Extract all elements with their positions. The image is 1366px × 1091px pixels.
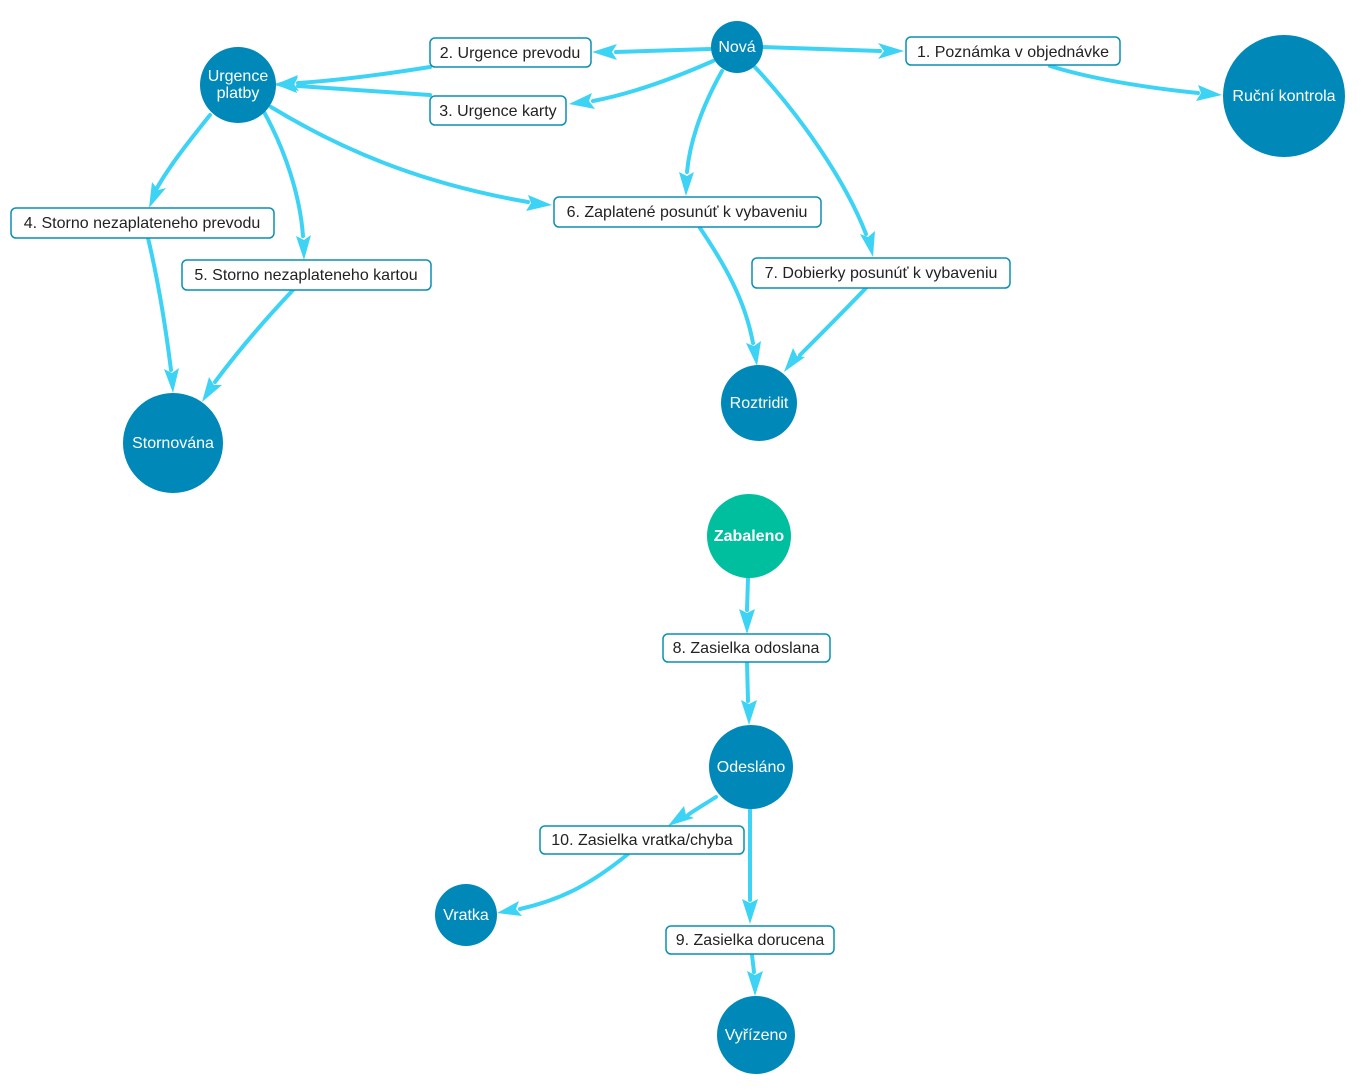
state-label: Zabaleno (714, 528, 784, 545)
state-vratka[interactable]: Vratka (435, 884, 497, 946)
state-label: Stornována (132, 435, 214, 452)
arrowhead (742, 899, 758, 924)
edge-t5-to-stornovana (213, 288, 295, 384)
arrowhead (274, 77, 298, 93)
edge-t7-to-roztridit (798, 286, 868, 357)
arrowhead (149, 182, 166, 208)
arrowhead (164, 368, 179, 393)
edge-urgence-to-t4 (155, 113, 212, 190)
transition-5[interactable]: 5. Storno nezaplateneho kartou (181, 259, 432, 291)
transitions: 1. Poznámka v objednávke 2. Urgence prev… (10, 36, 1121, 955)
arrowhead (526, 195, 552, 211)
state-label: Urgence (208, 68, 269, 85)
edges (146, 43, 1222, 996)
state-label: platby (217, 85, 260, 102)
arrowhead (592, 44, 617, 60)
arrowhead (878, 43, 904, 59)
transition-label: 5. Storno nezaplateneho kartou (194, 267, 417, 284)
transition-label: 2. Urgence prevodu (440, 45, 581, 62)
transition-label: 1. Poznámka v objednávke (917, 44, 1109, 61)
edge-zabaleno-to-t8 (745, 576, 750, 612)
edge-t9-to-vyrizeno (750, 953, 756, 974)
transition-7[interactable]: 7. Dobierky posunúť k vybaveniu (751, 257, 1011, 289)
transition-8[interactable]: 8. Zasielka odoslana (662, 633, 831, 663)
edge-nova-to-t3 (591, 59, 715, 103)
edge-urgence-to-t6 (269, 105, 530, 204)
transition-label: 10. Zasielka vratka/chyba (551, 832, 733, 849)
edge-urgence-to-t5 (262, 110, 305, 238)
arrowhead (741, 700, 757, 725)
transition-label: 9. Zasielka dorucena (676, 932, 825, 949)
edge-odeslano-to-t10 (686, 795, 718, 817)
edge-t4-to-stornovana (146, 236, 173, 372)
edge-nova-to-t7 (751, 63, 868, 236)
state-label: Ruční kontrola (1232, 88, 1335, 105)
edge-t2-to-urgence (296, 65, 432, 85)
transition-label: 8. Zasielka odoslana (673, 640, 820, 657)
edge-nova-to-t1 (760, 45, 882, 53)
edge-t3-to-urgence (296, 84, 432, 97)
state-nova[interactable]: Nová (711, 21, 763, 73)
transition-9[interactable]: 9. Zasielka dorucena (665, 925, 835, 955)
arrowhead (784, 348, 805, 372)
transition-1[interactable]: 1. Poznámka v objednávke (905, 36, 1121, 66)
edge-t6-to-roztridit (698, 226, 755, 345)
transition-10[interactable]: 10. Zasielka vratka/chyba (539, 825, 745, 855)
arrowhead (747, 971, 763, 996)
transition-label: 4. Storno nezaplateneho prevodu (24, 215, 261, 232)
transition-label: 7. Dobierky posunúť k vybaveniu (765, 265, 998, 282)
transition-label: 3. Urgence karty (439, 103, 556, 120)
arrowhead (497, 901, 522, 916)
state-odeslano[interactable]: Odesláno (709, 725, 793, 809)
transition-label: 6. Zaplatené posunúť k vybaveniu (567, 204, 808, 221)
state-label: Odesláno (717, 759, 786, 776)
state-stornovana[interactable]: Stornována (123, 393, 223, 493)
state-label: Nová (718, 39, 755, 56)
state-rucni-kontrola[interactable]: Ruční kontrola (1223, 35, 1345, 157)
arrowhead (296, 235, 311, 260)
state-zabaleno[interactable]: Zabaleno (707, 494, 791, 578)
arrowhead (202, 377, 222, 402)
arrowhead (668, 806, 694, 826)
arrowhead (860, 231, 875, 257)
state-roztridit[interactable]: Roztridit (721, 365, 797, 441)
arrowhead (569, 93, 595, 109)
arrowhead (1196, 85, 1222, 101)
transition-6[interactable]: 6. Zaplatené posunúť k vybaveniu (553, 196, 822, 228)
edge-nova-to-t6 (685, 69, 724, 174)
edge-t10-to-vratka (518, 852, 630, 911)
state-urgence-platby[interactable]: Urgence platby (200, 47, 276, 123)
edge-nova-to-t2 (614, 47, 712, 54)
transition-2[interactable]: 2. Urgence prevodu (429, 37, 592, 68)
arrowhead (679, 172, 694, 196)
state-vyrizeno[interactable]: Vyřízeno (717, 996, 795, 1074)
arrowhead (739, 609, 755, 634)
transition-4[interactable]: 4. Storno nezaplateneho prevodu (10, 207, 275, 239)
transition-3[interactable]: 3. Urgence karty (429, 95, 567, 126)
state-label: Roztridit (730, 395, 789, 412)
edge-t8-to-odeslano (745, 660, 750, 703)
state-label: Vratka (443, 907, 489, 924)
edge-t1-to-rucni-kontrola (1048, 64, 1200, 95)
states: Nová Urgence platby Ruční kontrola Storn… (123, 21, 1345, 1074)
arrowhead (746, 341, 761, 366)
state-label: Vyřízeno (725, 1027, 788, 1044)
